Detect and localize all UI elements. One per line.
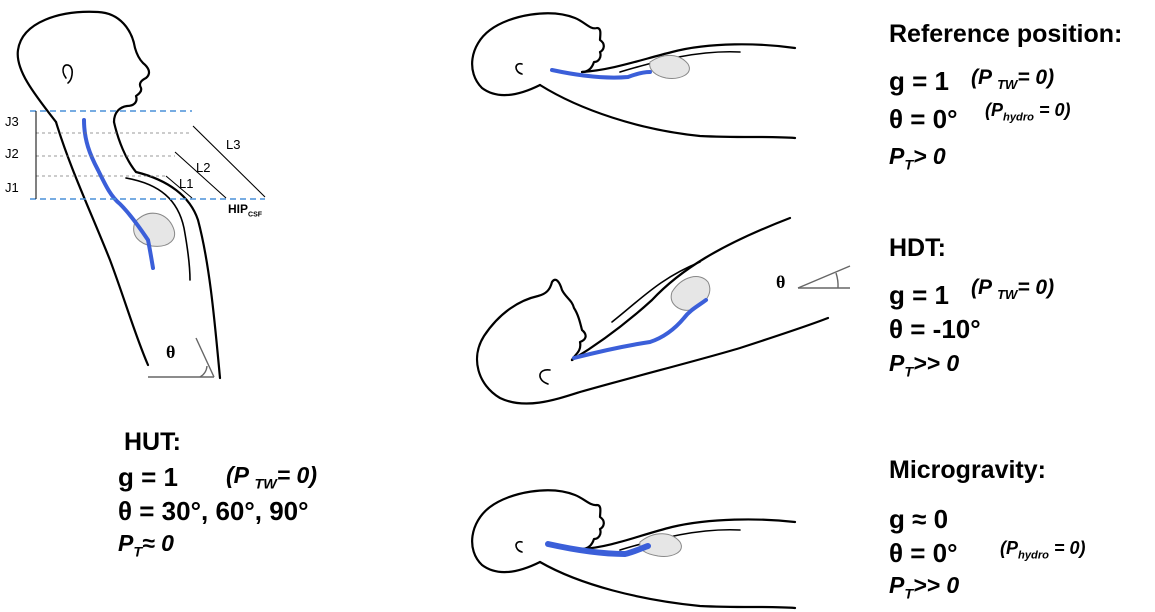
micro-ear — [516, 542, 522, 552]
hdt-g-line: g = 1 — [889, 280, 949, 311]
hut-head-outline — [18, 12, 149, 122]
hut-angle-symbol: θ — [166, 342, 175, 363]
hdt-title: HDT: — [889, 234, 946, 263]
hip-csf-label: HIPCSF — [228, 202, 262, 218]
hut-pt-p: P — [118, 530, 133, 556]
reference-note1-sub: TW — [997, 77, 1017, 92]
hdt-ear — [540, 370, 550, 384]
reference-pt-rest: > 0 — [913, 143, 946, 169]
reference-g-line: g = 1 — [889, 66, 949, 97]
hip-label-text: HIP — [228, 202, 248, 216]
hut-back-line — [56, 122, 148, 365]
micro-hydro-note: (Phydro = 0) — [1000, 538, 1086, 562]
hut-note-sub: TW — [255, 477, 277, 493]
reference-note2-p: (P — [985, 100, 1003, 120]
reference-theta-line: θ = 0° — [889, 104, 958, 135]
hdt-pt-sub: T — [904, 365, 913, 381]
hut-theta-line: θ = 30°, 60°, 90° — [118, 496, 309, 527]
hdt-tw-note: (P TW= 0) — [971, 276, 1054, 302]
hdt-lung — [671, 277, 710, 311]
reference-note2-sub: hydro — [1003, 112, 1034, 124]
reference-head-outline — [472, 13, 604, 95]
hdt-angle-symbol: θ — [776, 272, 785, 293]
reference-note2-rest: = 0) — [1039, 100, 1071, 120]
micro-front-line — [582, 519, 795, 549]
hdt-pt-p: P — [889, 350, 904, 376]
reference-pt-p: P — [889, 143, 904, 169]
micro-pt-sub: T — [904, 587, 913, 603]
micro-g-line: g ≈ 0 — [889, 504, 948, 535]
hut-title: HUT: — [124, 428, 181, 457]
hdt-head-outline — [477, 280, 586, 404]
micro-back-line — [540, 562, 795, 608]
reference-ear — [516, 64, 522, 74]
micro-pt-p: P — [889, 572, 904, 598]
hdt-note-p: (P — [971, 276, 991, 299]
micro-note-rest: = 0) — [1054, 538, 1086, 558]
hut-g-line: g = 1 — [118, 462, 178, 493]
hdt-pt-rest: >> 0 — [913, 350, 959, 376]
micro-pt-line: PT>> 0 — [889, 572, 959, 603]
hut-pt-line: PT≈ 0 — [118, 530, 174, 561]
hut-note-p: (P — [226, 462, 248, 488]
hdt-figure — [477, 218, 828, 404]
micro-note-p: (P — [1000, 538, 1018, 558]
hip-label-sub: CSF — [248, 211, 262, 218]
micro-pt-rest: >> 0 — [913, 572, 959, 598]
hut-guides — [30, 111, 265, 199]
micro-title: Microgravity: — [889, 456, 1046, 485]
hut-ear — [63, 65, 72, 83]
joint-label-j3: J3 — [5, 114, 19, 129]
reference-title: Reference position: — [889, 20, 1122, 49]
joint-label-j1: J1 — [5, 180, 19, 195]
hdt-note-rest: = 0) — [1017, 276, 1054, 299]
length-label-l2: L2 — [196, 160, 210, 175]
micro-theta-line: θ = 0° — [889, 538, 958, 569]
hut-note-rest: = 0) — [277, 462, 317, 488]
hdt-note-sub: TW — [997, 287, 1017, 302]
reference-note1-rest: = 0) — [1017, 66, 1054, 89]
length-label-l1: L1 — [179, 176, 193, 191]
hut-figure — [18, 12, 220, 378]
hdt-pt-line: PT>> 0 — [889, 350, 959, 381]
reference-hydro-note: (Phydro = 0) — [985, 100, 1071, 124]
micro-head-outline — [472, 490, 604, 572]
hut-vessel — [84, 120, 153, 268]
hut-pt-rest: ≈ 0 — [142, 530, 174, 556]
hut-angle-mark — [148, 338, 214, 377]
reference-pt-line: PT> 0 — [889, 143, 946, 174]
reference-vessel — [552, 70, 650, 78]
joint-label-j2: J2 — [5, 146, 19, 161]
reference-lung — [650, 55, 690, 78]
reference-back-line — [540, 85, 795, 138]
hdt-angle-mark — [798, 266, 850, 288]
reference-tw-note: (P TW= 0) — [971, 66, 1054, 92]
length-label-l3: L3 — [226, 137, 240, 152]
reference-pt-sub: T — [904, 158, 913, 174]
micro-note-sub: hydro — [1018, 550, 1049, 562]
hdt-theta-line: θ = -10° — [889, 314, 981, 345]
hut-pt-sub: T — [133, 545, 142, 561]
reference-note1-p: (P — [971, 66, 991, 89]
hut-pressure-note: (P TW= 0) — [226, 462, 317, 493]
